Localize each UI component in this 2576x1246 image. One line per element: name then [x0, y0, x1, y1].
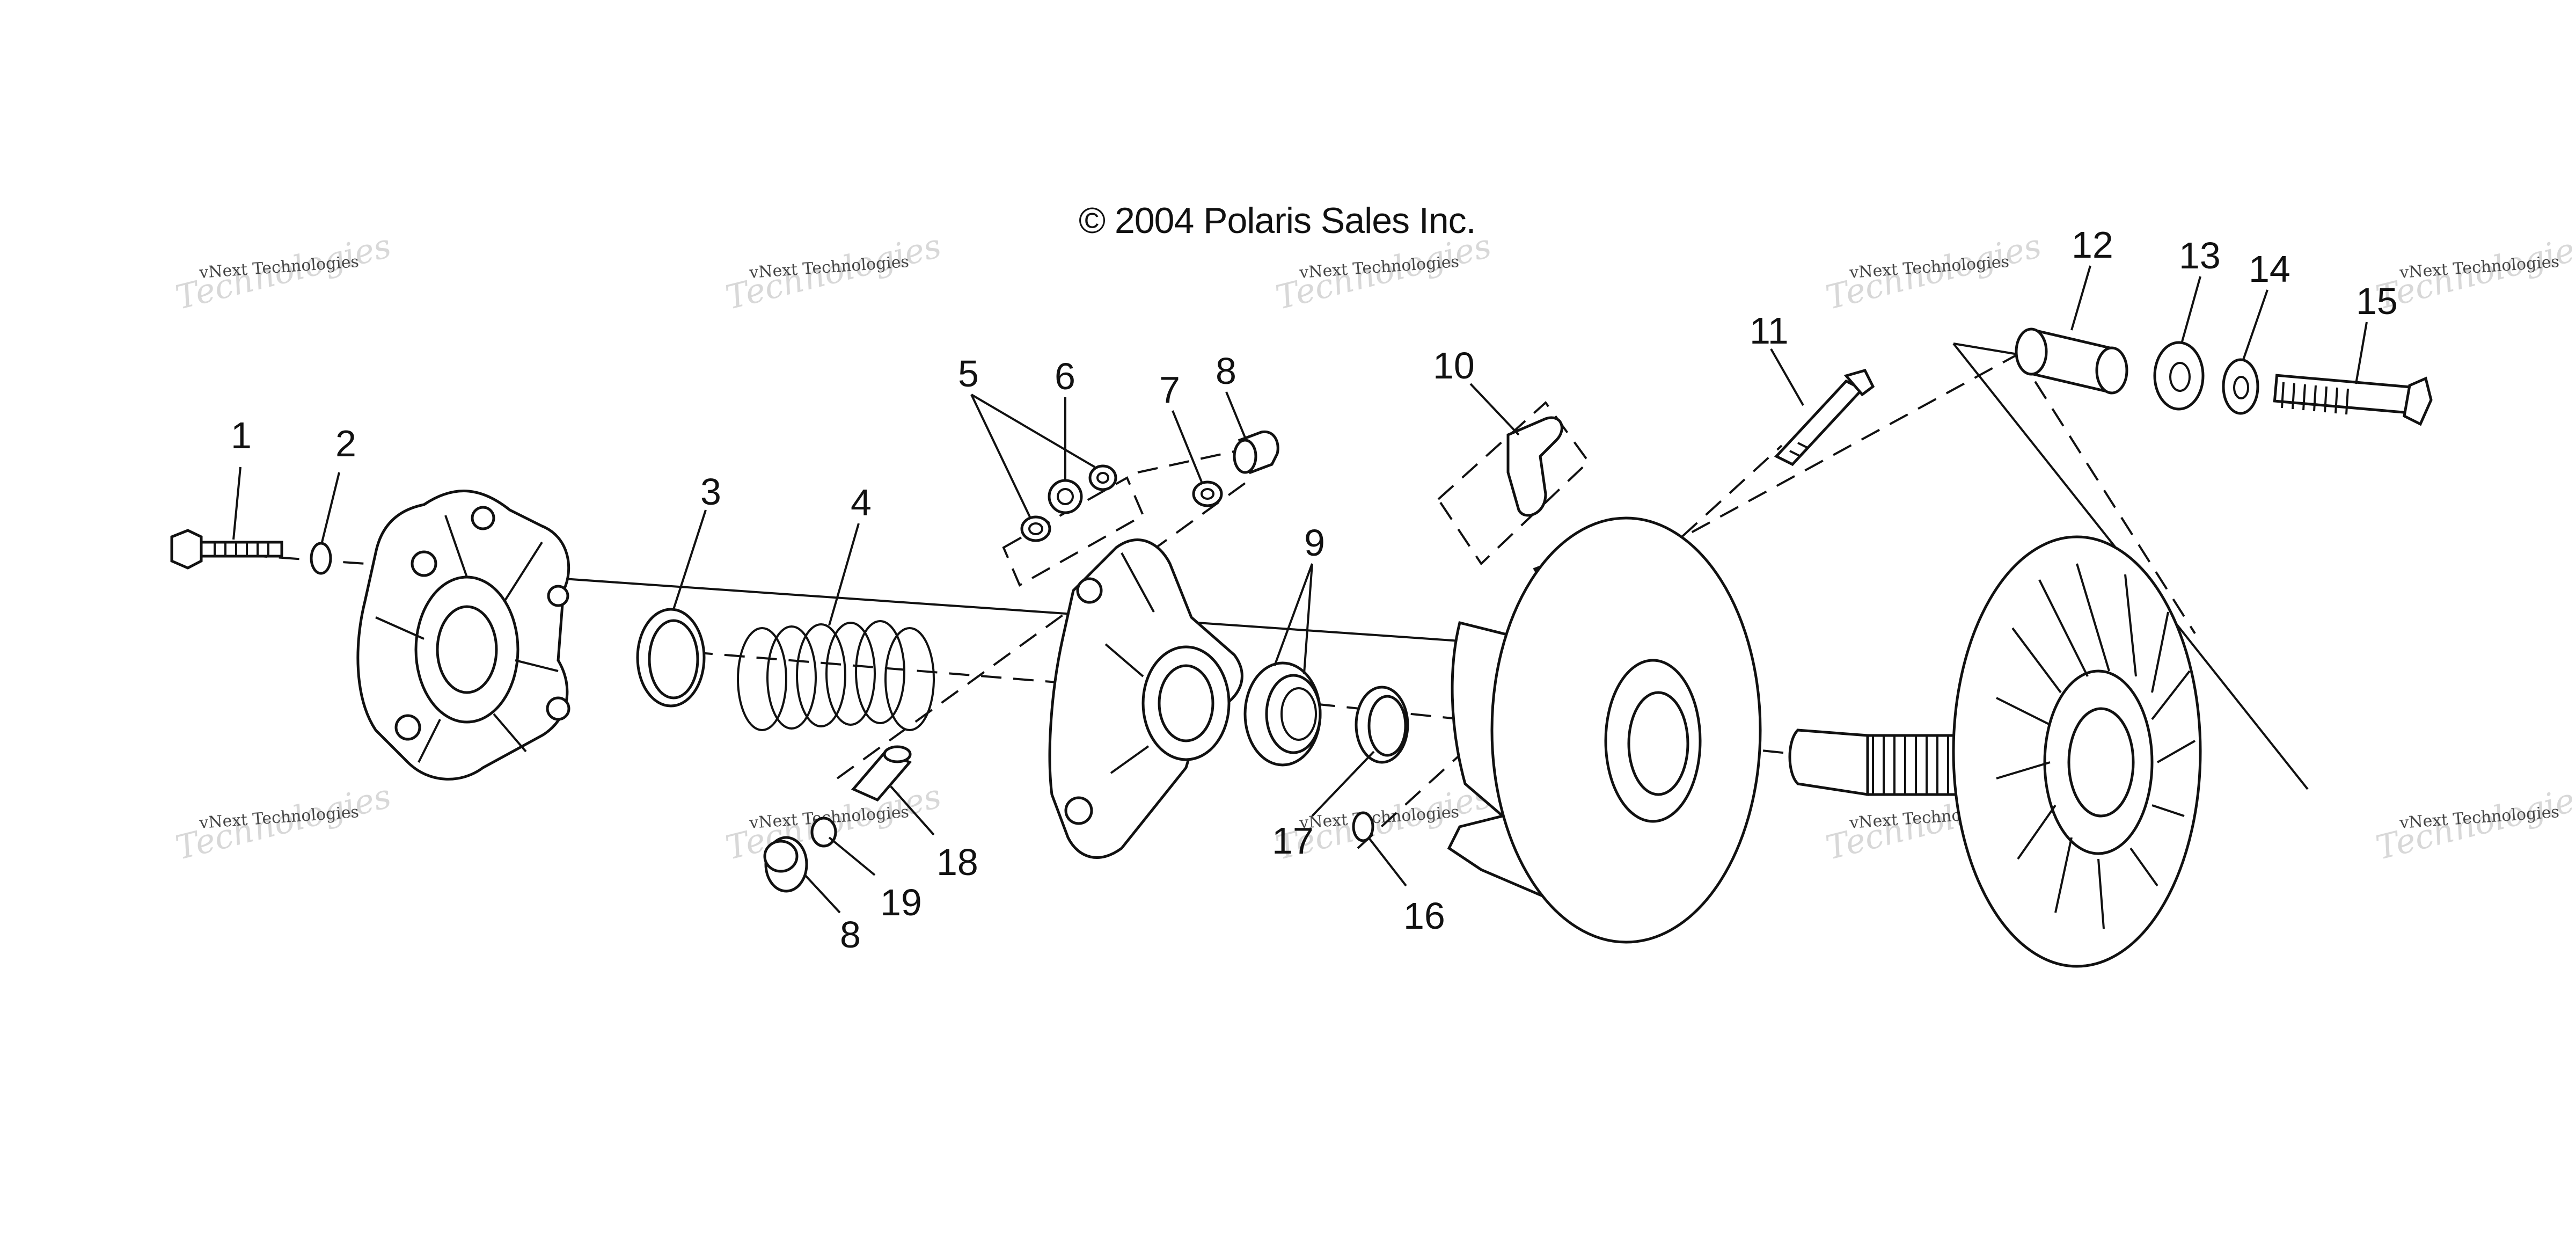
- leader-9a: [1274, 563, 1313, 666]
- part-washer-7: [1192, 480, 1223, 507]
- part-spring-4: [737, 620, 935, 731]
- part-bushings-9: [1243, 661, 1322, 767]
- leader-7: [1172, 410, 1203, 484]
- callout-5: 5: [958, 353, 979, 395]
- bracket-dash: [2017, 353, 2196, 635]
- part-washer-5: [1020, 515, 1051, 542]
- part-cap-8-lower: [763, 836, 808, 893]
- part-bolt-15: [2273, 374, 2433, 426]
- part-roller-16: [1352, 811, 1374, 842]
- part-pin-18: [851, 745, 912, 802]
- leader-9b: [1303, 563, 1313, 674]
- callout-13: 13: [2179, 235, 2221, 276]
- part-ring-3: [636, 608, 706, 708]
- copyright-notice: © 2004 Polaris Sales Inc.: [1079, 200, 1476, 241]
- leader-10: [1469, 383, 1520, 436]
- leader-8-upper: [1225, 391, 1246, 438]
- leader-4: [828, 523, 860, 626]
- leader-14: [2242, 289, 2268, 360]
- part-washer-2: [310, 542, 332, 575]
- part-fan-sheave: [1952, 535, 2202, 968]
- part-weight-8-upper: [1233, 430, 1279, 475]
- callout-15: 15: [2356, 280, 2398, 322]
- callout-12: 12: [2072, 224, 2113, 266]
- callout-18: 18: [936, 841, 978, 883]
- callout-9: 9: [1304, 522, 1325, 564]
- callout-4: 4: [851, 482, 872, 523]
- assembly-line-bolt11: [1657, 445, 1783, 559]
- leader-8-lower: [804, 874, 841, 914]
- part-washer-13: [2153, 341, 2205, 411]
- callout-16: 16: [1403, 895, 1445, 937]
- callout-10: 10: [1433, 345, 1475, 387]
- part-bolt-1: [170, 529, 283, 570]
- callout-2: 2: [335, 422, 356, 464]
- part-fixed-sheave: [1447, 516, 1762, 944]
- leader-16: [1367, 836, 1407, 887]
- part-washer-19: [810, 817, 837, 848]
- leader-17: [1311, 750, 1375, 817]
- callout-19: 19: [880, 881, 922, 923]
- callout-7: 7: [1159, 369, 1180, 411]
- assembly-line-cover: [423, 568, 1546, 648]
- callout-17: 17: [1272, 820, 1314, 862]
- callout-8-lower: 8: [840, 914, 861, 956]
- leader-18: [890, 785, 935, 836]
- leader-2: [321, 472, 340, 543]
- callout-11: 11: [1750, 310, 1789, 352]
- callout-14: 14: [2249, 248, 2290, 290]
- part-cover: [356, 490, 570, 781]
- leader-3: [672, 509, 707, 610]
- leader-15: [2355, 322, 2368, 384]
- part-ring-17: [1355, 686, 1409, 764]
- part-spacer-12: [2015, 327, 2128, 395]
- callout-8-upper: 8: [1216, 350, 1236, 392]
- callout-1: 1: [231, 414, 252, 456]
- leader-11: [1770, 348, 1804, 406]
- part-spider: [1048, 538, 1243, 859]
- leader-5b: [970, 394, 1096, 468]
- callout-6: 6: [1055, 355, 1075, 397]
- part-bolt-11: [1774, 369, 1875, 467]
- assembly-line-bolt: [214, 552, 365, 565]
- part-washer-14: [2222, 358, 2259, 415]
- leader-1: [232, 467, 241, 540]
- dashed-box-5-6: [1002, 476, 1145, 587]
- leader-19: [828, 836, 876, 876]
- part-weight-10: [1506, 416, 1563, 517]
- bracket-top: [1953, 343, 2018, 355]
- callout-3: 3: [700, 471, 721, 513]
- bracket-dash-2: [1663, 353, 2018, 549]
- dashed-box-10: [1437, 401, 1590, 566]
- leader-13: [2180, 276, 2201, 344]
- leader-12: [2070, 265, 2091, 331]
- part-bushing-6: [1048, 464, 1117, 514]
- leader-5a: [970, 394, 1031, 519]
